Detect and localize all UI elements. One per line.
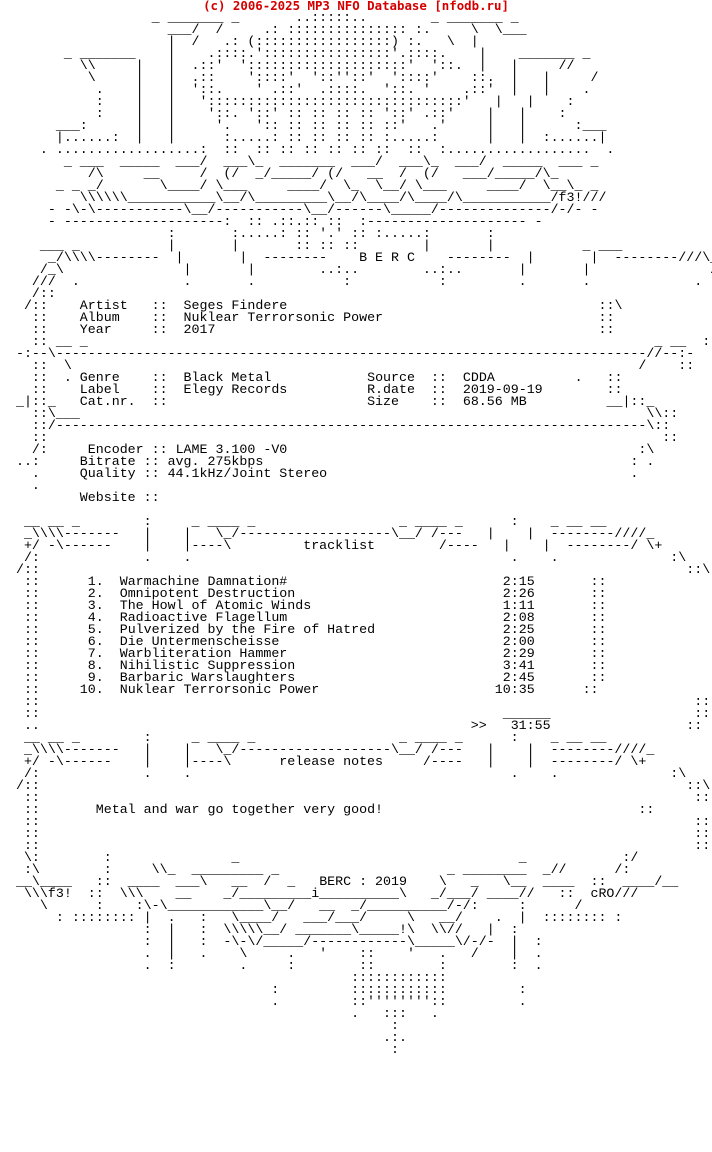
track-4-number: 4. xyxy=(87,610,104,625)
track-2-number: 2. xyxy=(87,586,104,601)
source-label: Source xyxy=(367,370,415,385)
site-header: (c) 2006-2025 MP3 NFO Database [nfodb.ru… xyxy=(203,0,509,13)
track-3-time: 1:11 xyxy=(502,598,535,613)
year-value: 2017 xyxy=(183,322,216,337)
artist-value: Seges Findere xyxy=(183,298,288,313)
album-value: Nuklear Terrorsonic Power xyxy=(183,310,384,325)
rdate-label: R.date xyxy=(367,382,415,397)
track-7-time: 2:29 xyxy=(502,646,535,661)
label-value: Elegy Records xyxy=(183,382,288,397)
track-1-title: Warmachine Damnation# xyxy=(119,574,288,589)
track-5-title: Pulverized by the Fire of Hatred xyxy=(119,622,376,637)
year-label: Year xyxy=(79,322,112,337)
bitrate-label: Bitrate xyxy=(79,454,136,469)
quality-label: Quality xyxy=(79,466,136,481)
track-4-title: Radioactive Flagellum xyxy=(119,610,288,625)
track-3-number: 3. xyxy=(87,598,104,613)
genre-value: Black Metal xyxy=(183,370,272,385)
track-3-title: The Howl of Atomic Winds xyxy=(119,598,312,613)
source-value: CDDA xyxy=(462,370,495,385)
catnr-label: Cat.nr. xyxy=(79,394,136,409)
track-6-number: 6. xyxy=(87,634,104,649)
track-5-number: 5. xyxy=(87,622,104,637)
track-8-title: Nihilistic Suppression xyxy=(119,658,296,673)
bitrate-value: avg. 275kbps xyxy=(167,454,264,469)
track-9-title: Barbaric Warslaughters xyxy=(119,670,296,685)
size-label: Size xyxy=(367,394,399,409)
track-6-title: Die Untermenscheisse xyxy=(119,634,280,649)
track-10-title: Nuklear Terrorsonic Power xyxy=(119,682,320,697)
total-time: 31:55 xyxy=(510,718,551,733)
track-2-title: Omnipotent Destruction xyxy=(119,586,296,601)
track-6-time: 2:00 xyxy=(502,634,535,649)
track-9-number: 9. xyxy=(87,670,104,685)
track-7-title: Warbliteration Hammer xyxy=(119,646,288,661)
nfo-ascii-art: _ _______ _ ..:::::.. _ _______ _ ___/ /… xyxy=(15,10,712,1057)
genre-label: Genre xyxy=(79,370,120,385)
artist-label: Artist xyxy=(79,298,128,313)
track-8-time: 3:41 xyxy=(502,658,535,673)
track-9-time: 2:45 xyxy=(502,670,535,685)
track-10-number: 10. xyxy=(79,682,104,697)
track-10-time: 10:35 xyxy=(494,682,535,697)
track-4-time: 2:08 xyxy=(502,610,535,625)
quality-value: 44.1kHz/Joint Stereo xyxy=(167,466,328,481)
track-5-time: 2:25 xyxy=(502,622,535,637)
track-8-number: 8. xyxy=(87,658,104,673)
track-7-number: 7. xyxy=(87,646,104,661)
track-2-time: 2:26 xyxy=(502,586,535,601)
encoder-label: Encoder xyxy=(87,442,144,457)
footer-tag: BERC : 2019 xyxy=(319,874,407,889)
website-label: Website xyxy=(79,490,136,505)
track-1-time: 2:15 xyxy=(502,574,535,589)
release-notes-title: release notes xyxy=(279,754,384,769)
track-1-number: 1. xyxy=(87,574,104,589)
size-value: 68.56 MB xyxy=(462,394,527,409)
tracklist-title: tracklist xyxy=(303,538,376,553)
release-notes-text: Metal and war go together very good! xyxy=(95,802,384,817)
label-label: Label xyxy=(79,382,120,397)
encoder-value: LAME 3.100 -V0 xyxy=(175,442,288,457)
album-label: Album xyxy=(79,310,120,325)
rdate-value: 2019-09-19 xyxy=(462,382,543,397)
